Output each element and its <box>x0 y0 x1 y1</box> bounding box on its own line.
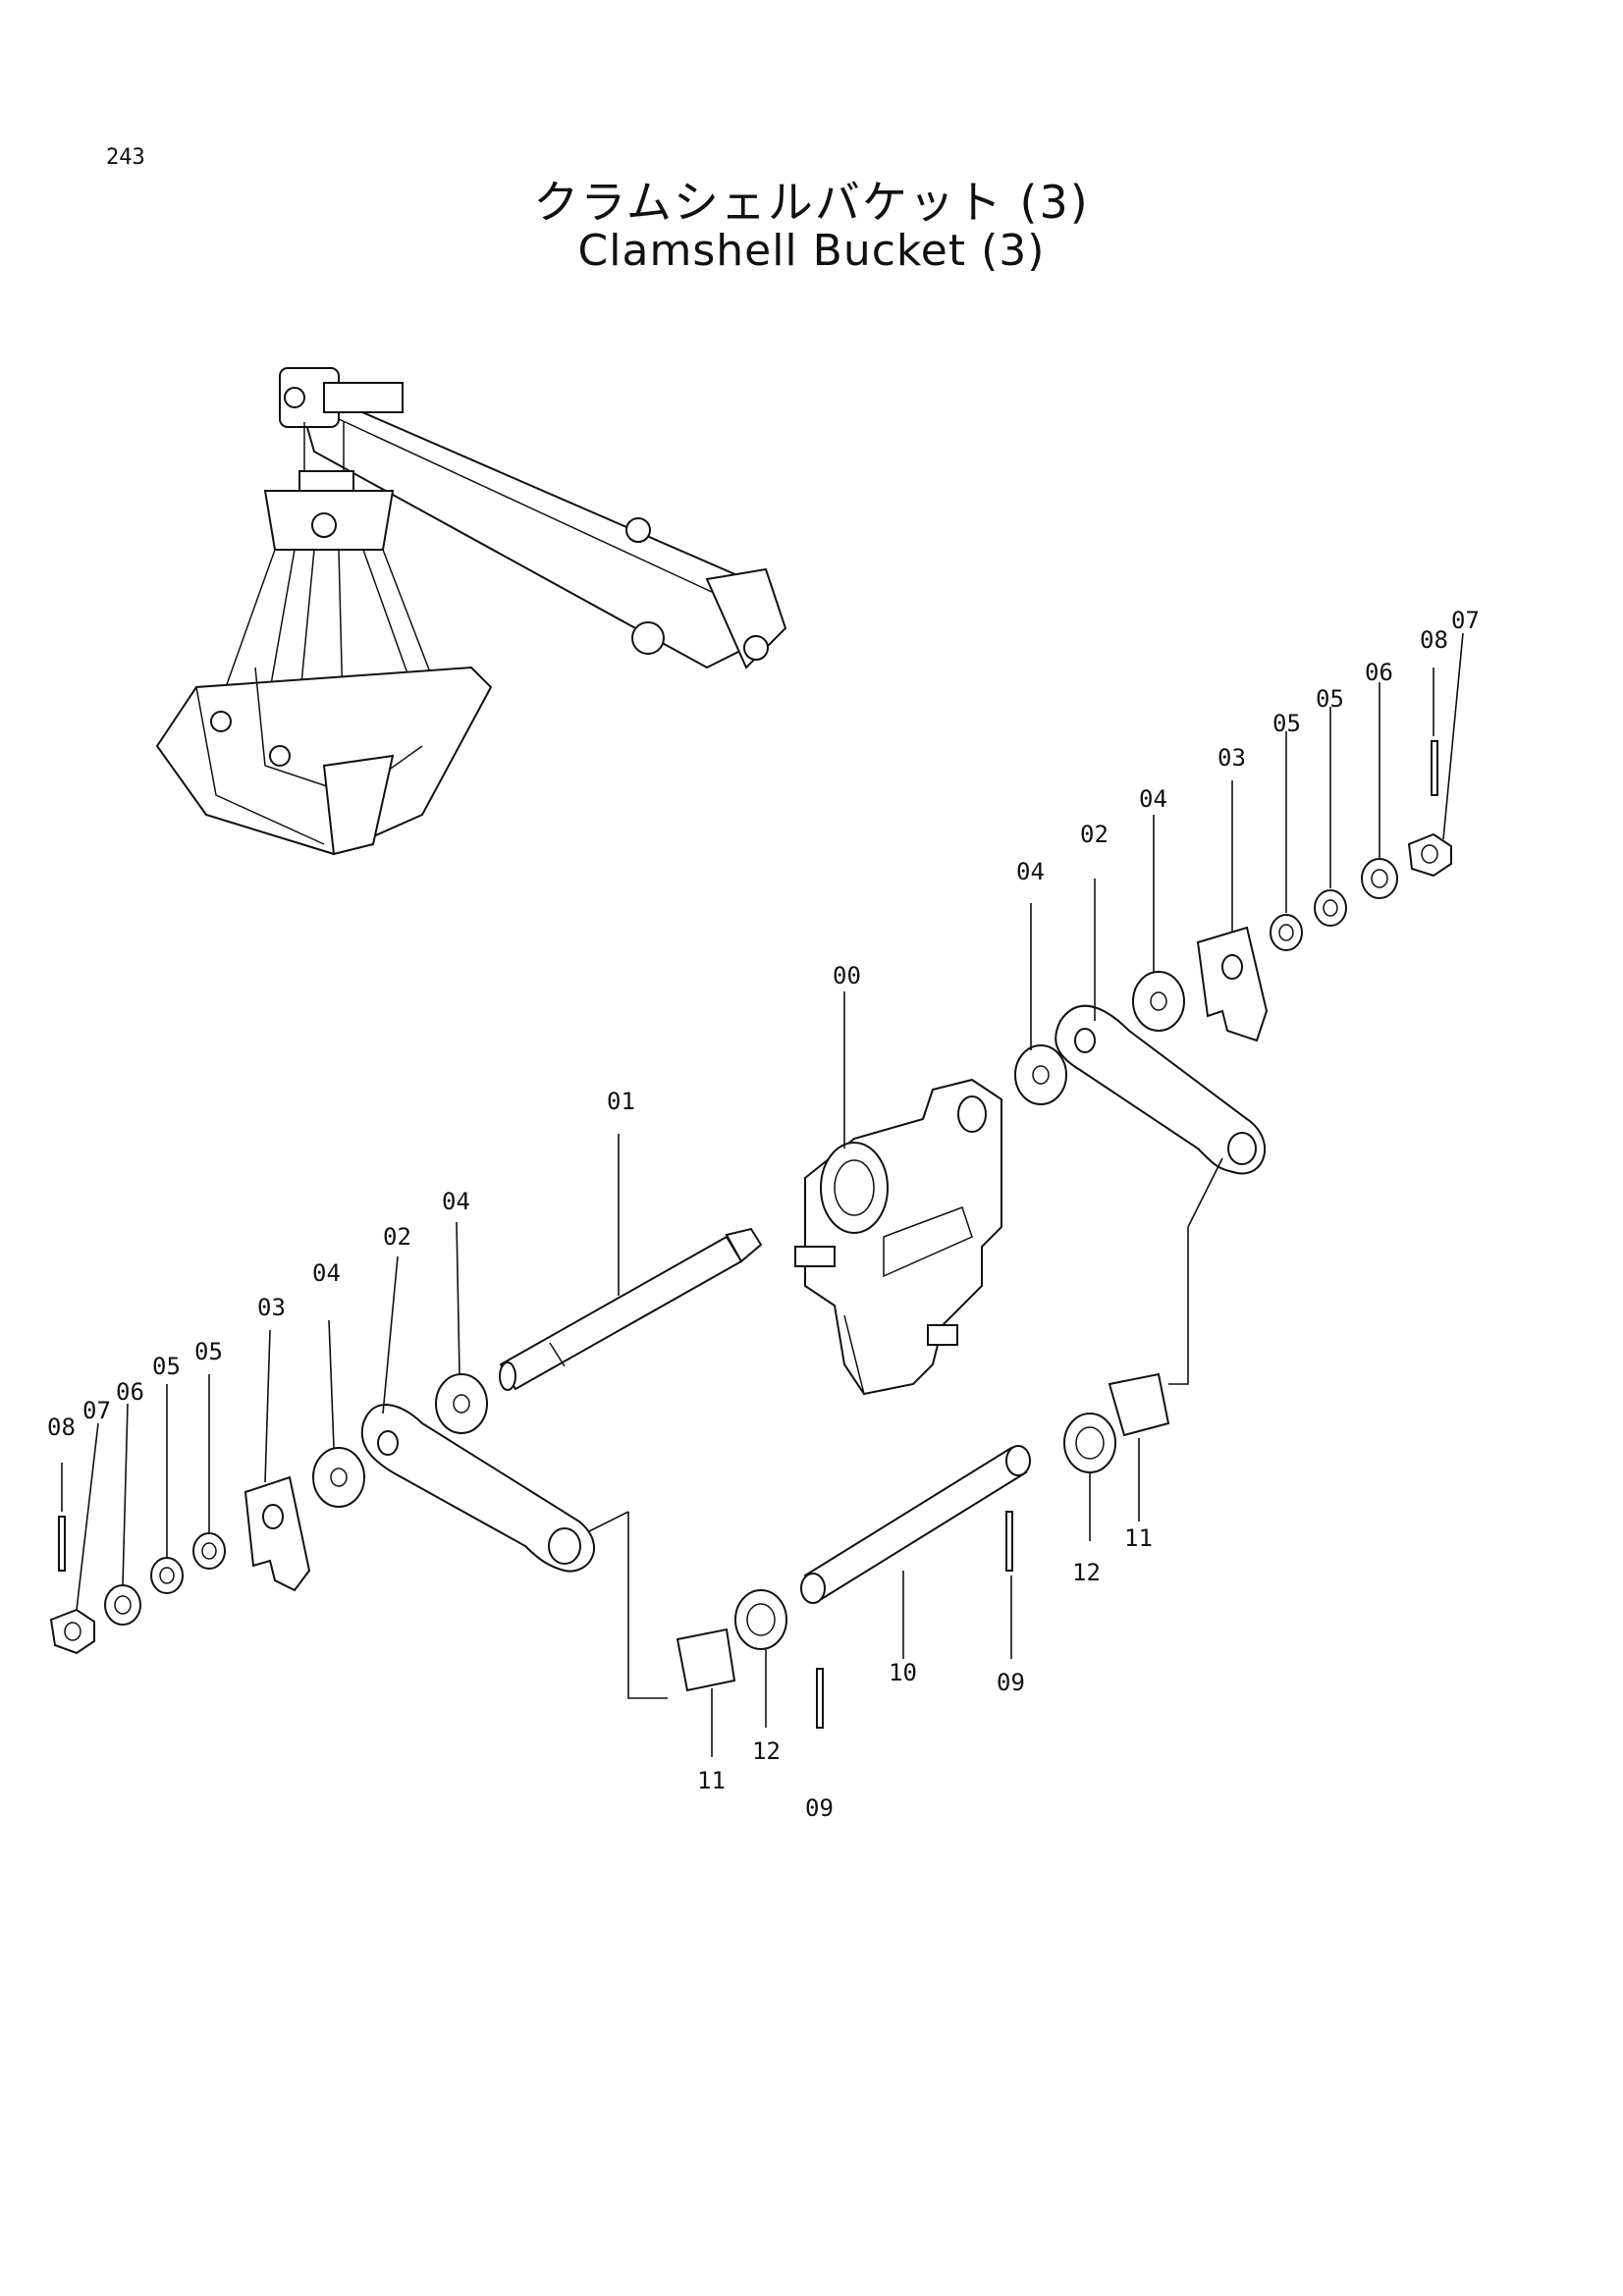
callout-07-right: 07 <box>1451 607 1480 634</box>
callout-04-right-outer: 04 <box>1139 785 1167 813</box>
callout-05-right-a: 05 <box>1272 710 1301 737</box>
callout-02-right: 02 <box>1080 821 1109 848</box>
callout-12-right: 12 <box>1072 1559 1101 1586</box>
callout-05-left-b: 05 <box>152 1353 181 1380</box>
callout-labels: 00 01 02 02 03 03 04 04 04 04 05 05 05 0… <box>47 607 1480 1822</box>
callout-03-right: 03 <box>1217 744 1246 772</box>
callout-06-left: 06 <box>116 1378 144 1406</box>
part-00-bracket <box>794 1078 1002 1396</box>
left-hardware-stack <box>49 1373 488 1655</box>
callout-08-right: 08 <box>1420 626 1448 654</box>
callout-08-left: 08 <box>47 1414 76 1441</box>
callout-12-left: 12 <box>752 1737 781 1765</box>
callout-04-left-inner: 04 <box>442 1188 470 1215</box>
page-title-english: Clamshell Bucket (3) <box>577 226 1046 276</box>
page-number: 243 <box>106 145 145 170</box>
callout-01: 01 <box>607 1088 635 1115</box>
right-hardware-stack <box>1014 740 1452 1105</box>
part-01-main-pin <box>499 1227 763 1391</box>
part-03-lock-plate-right <box>1196 926 1269 1042</box>
callout-04-left-outer: 04 <box>312 1259 341 1287</box>
callout-06-right: 06 <box>1365 659 1393 686</box>
machine-overview-illustration <box>155 367 787 856</box>
leader-lines <box>61 632 1464 1757</box>
part-02-link-plate-left <box>360 1404 596 1573</box>
part-02-link-plate-right <box>1055 1004 1266 1175</box>
callout-09-right: 09 <box>997 1669 1025 1696</box>
callout-09-left: 09 <box>805 1794 834 1822</box>
callout-02-left: 02 <box>383 1223 411 1251</box>
page-title-japanese: クラムシェルバケット (3) <box>533 176 1090 229</box>
callout-04-right-inner: 04 <box>1016 858 1045 885</box>
callout-10: 10 <box>889 1659 917 1686</box>
lower-pin-assembly <box>676 1372 1170 1729</box>
callout-05-right-b: 05 <box>1316 685 1344 713</box>
callout-07-left: 07 <box>82 1397 111 1424</box>
callout-03-left: 03 <box>257 1294 286 1321</box>
callout-11-left: 11 <box>697 1767 726 1794</box>
callout-00: 00 <box>833 962 861 989</box>
part-03-lock-plate-left <box>243 1475 311 1592</box>
callout-11-right: 11 <box>1124 1524 1153 1552</box>
callout-05-left-a: 05 <box>194 1338 223 1365</box>
